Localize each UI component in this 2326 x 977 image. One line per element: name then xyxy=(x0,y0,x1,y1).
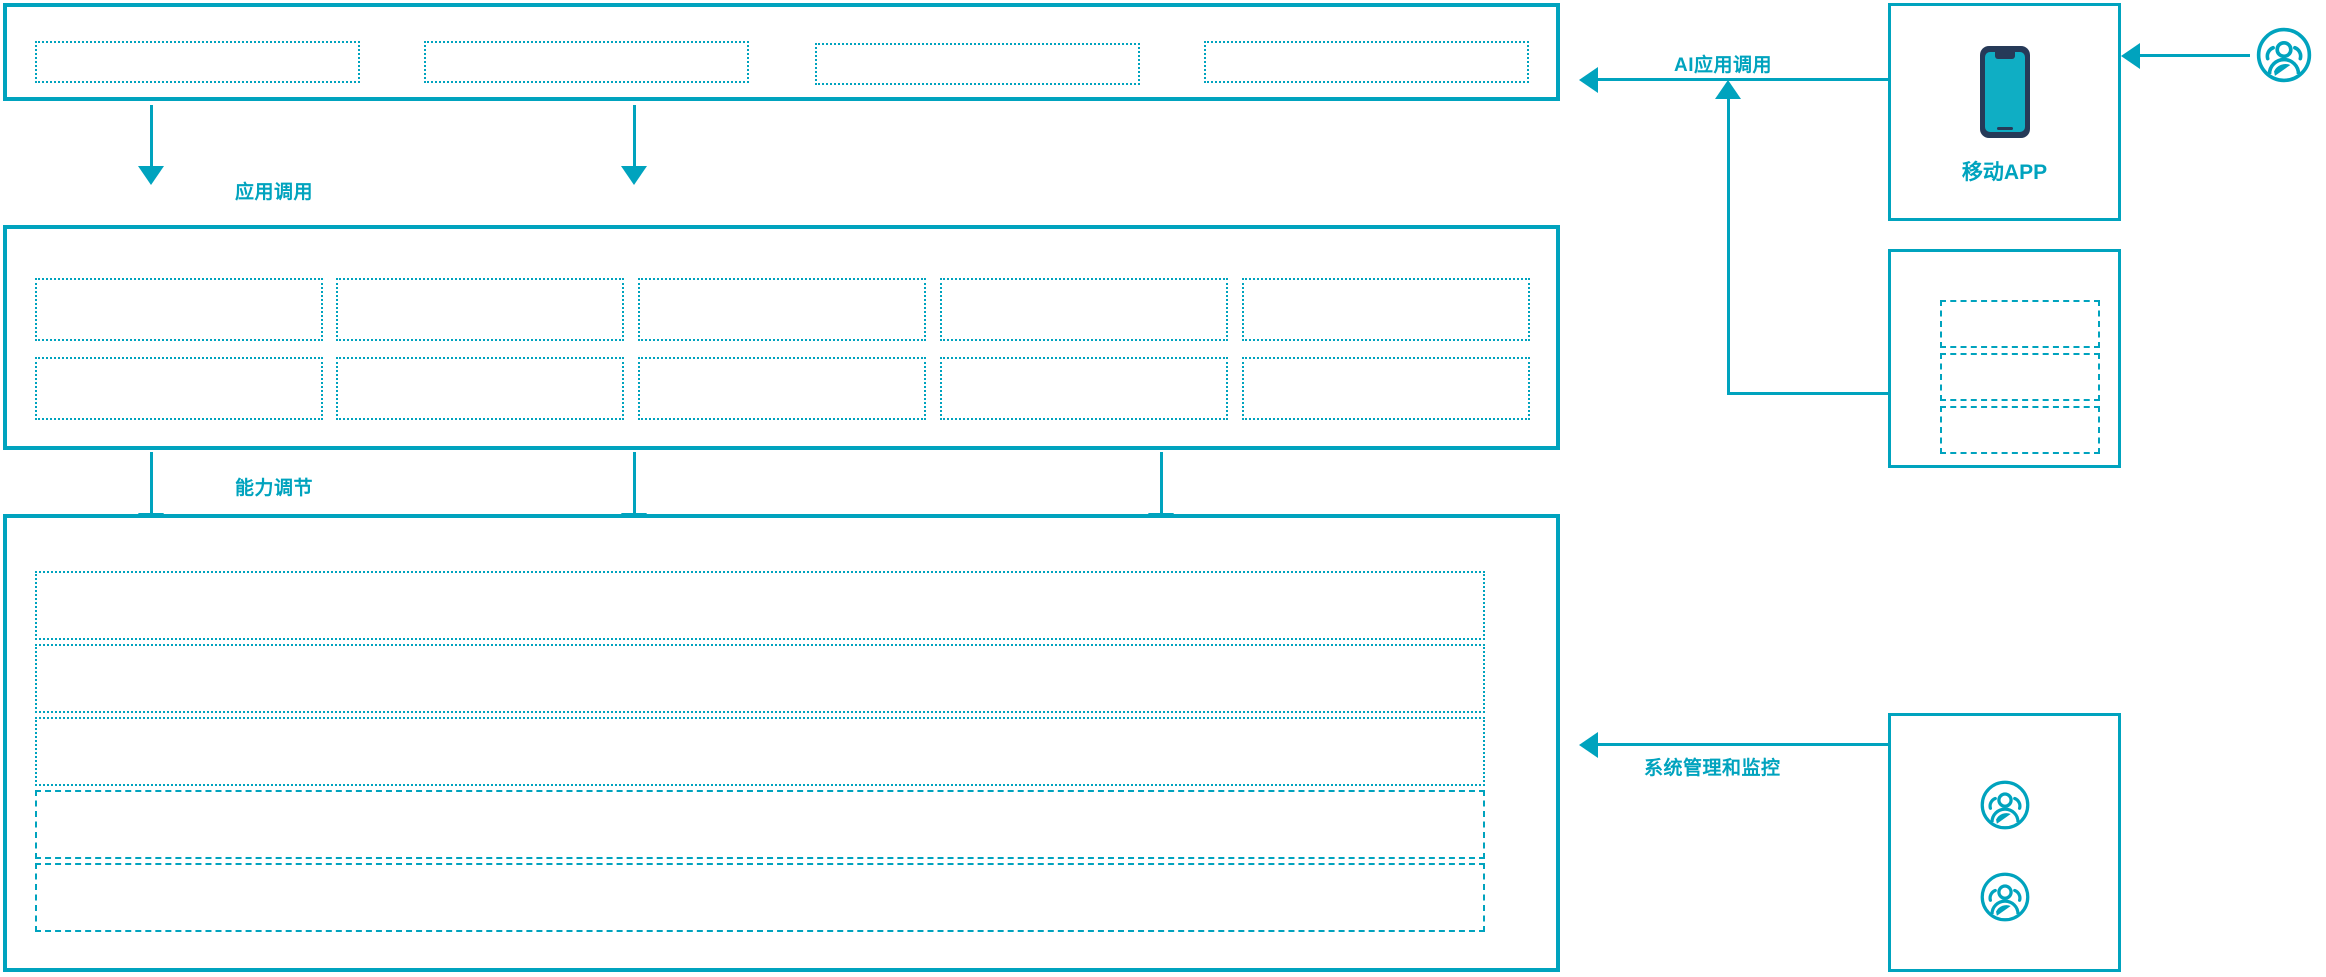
mobile-app-node[interactable]: 移动APP xyxy=(1888,3,2121,221)
user-group-icon-operator-2 xyxy=(1979,871,2031,923)
infrastructure-slot-1[interactable] xyxy=(35,571,1485,640)
infrastructure-slot-4[interactable] xyxy=(35,790,1485,859)
capability-adjust-arrow-shaft-2 xyxy=(633,452,636,515)
service-stack-node[interactable] xyxy=(1888,249,2121,468)
infrastructure-layer-panel xyxy=(3,514,1560,972)
ai-app-call-line xyxy=(1598,78,1888,81)
service-stack-elbow-arrowhead xyxy=(1715,80,1741,99)
app-call-arrow-shaft-1 xyxy=(150,105,153,168)
application-slot-2[interactable] xyxy=(424,41,749,83)
service-stack-slot-3[interactable] xyxy=(1940,406,2100,454)
end-user-to-mobile-app-line xyxy=(2140,54,2250,57)
capability-slot-6[interactable] xyxy=(35,357,323,420)
capability-slot-5[interactable] xyxy=(1242,278,1530,341)
service-stack-slot-1[interactable] xyxy=(1940,300,2100,348)
app-call-arrow-shaft-2 xyxy=(633,105,636,168)
infrastructure-slot-2[interactable] xyxy=(35,644,1485,713)
flow-label-app-call: 应用调用 xyxy=(235,182,314,203)
capability-slot-8[interactable] xyxy=(638,357,926,420)
operators-node[interactable] xyxy=(1888,713,2121,972)
app-call-arrow-head-2 xyxy=(621,166,647,185)
mobile-phone-icon xyxy=(1978,44,2032,140)
infrastructure-slot-3[interactable] xyxy=(35,717,1485,786)
capability-slot-2[interactable] xyxy=(336,278,624,341)
app-call-arrow-head-1 xyxy=(138,166,164,185)
application-layer-panel xyxy=(3,3,1560,101)
user-group-icon-operator-1 xyxy=(1979,779,2031,831)
end-user-to-mobile-app-arrowhead xyxy=(2121,43,2140,69)
ai-app-call-arrowhead xyxy=(1579,67,1598,93)
flow-label-capability-adjust: 能力调节 xyxy=(235,478,314,499)
capability-adjust-arrow-shaft-1 xyxy=(150,452,153,515)
application-slot-3[interactable] xyxy=(815,43,1140,85)
service-stack-elbow-horizontal xyxy=(1727,392,1888,395)
application-slot-1[interactable] xyxy=(35,41,360,83)
capability-slot-9[interactable] xyxy=(940,357,1228,420)
capability-adjust-arrow-shaft-3 xyxy=(1160,452,1163,515)
sys-manage-line xyxy=(1598,743,1888,746)
flow-label-ai-app-call: AI应用调用 xyxy=(1674,55,1773,76)
flow-label-sys-manage: 系统管理和监控 xyxy=(1644,758,1781,779)
capability-layer-panel xyxy=(3,225,1560,450)
capability-slot-4[interactable] xyxy=(940,278,1228,341)
capability-slot-1[interactable] xyxy=(35,278,323,341)
capability-slot-7[interactable] xyxy=(336,357,624,420)
service-stack-elbow-vertical xyxy=(1727,99,1730,395)
capability-slot-10[interactable] xyxy=(1242,357,1530,420)
application-slot-4[interactable] xyxy=(1204,41,1529,83)
service-stack-slot-2[interactable] xyxy=(1940,353,2100,401)
capability-slot-3[interactable] xyxy=(638,278,926,341)
sys-manage-arrowhead xyxy=(1579,732,1598,758)
infrastructure-slot-5[interactable] xyxy=(35,863,1485,932)
mobile-app-label: 移动APP xyxy=(1961,161,2048,184)
user-group-icon-end-user[interactable] xyxy=(2255,26,2313,84)
